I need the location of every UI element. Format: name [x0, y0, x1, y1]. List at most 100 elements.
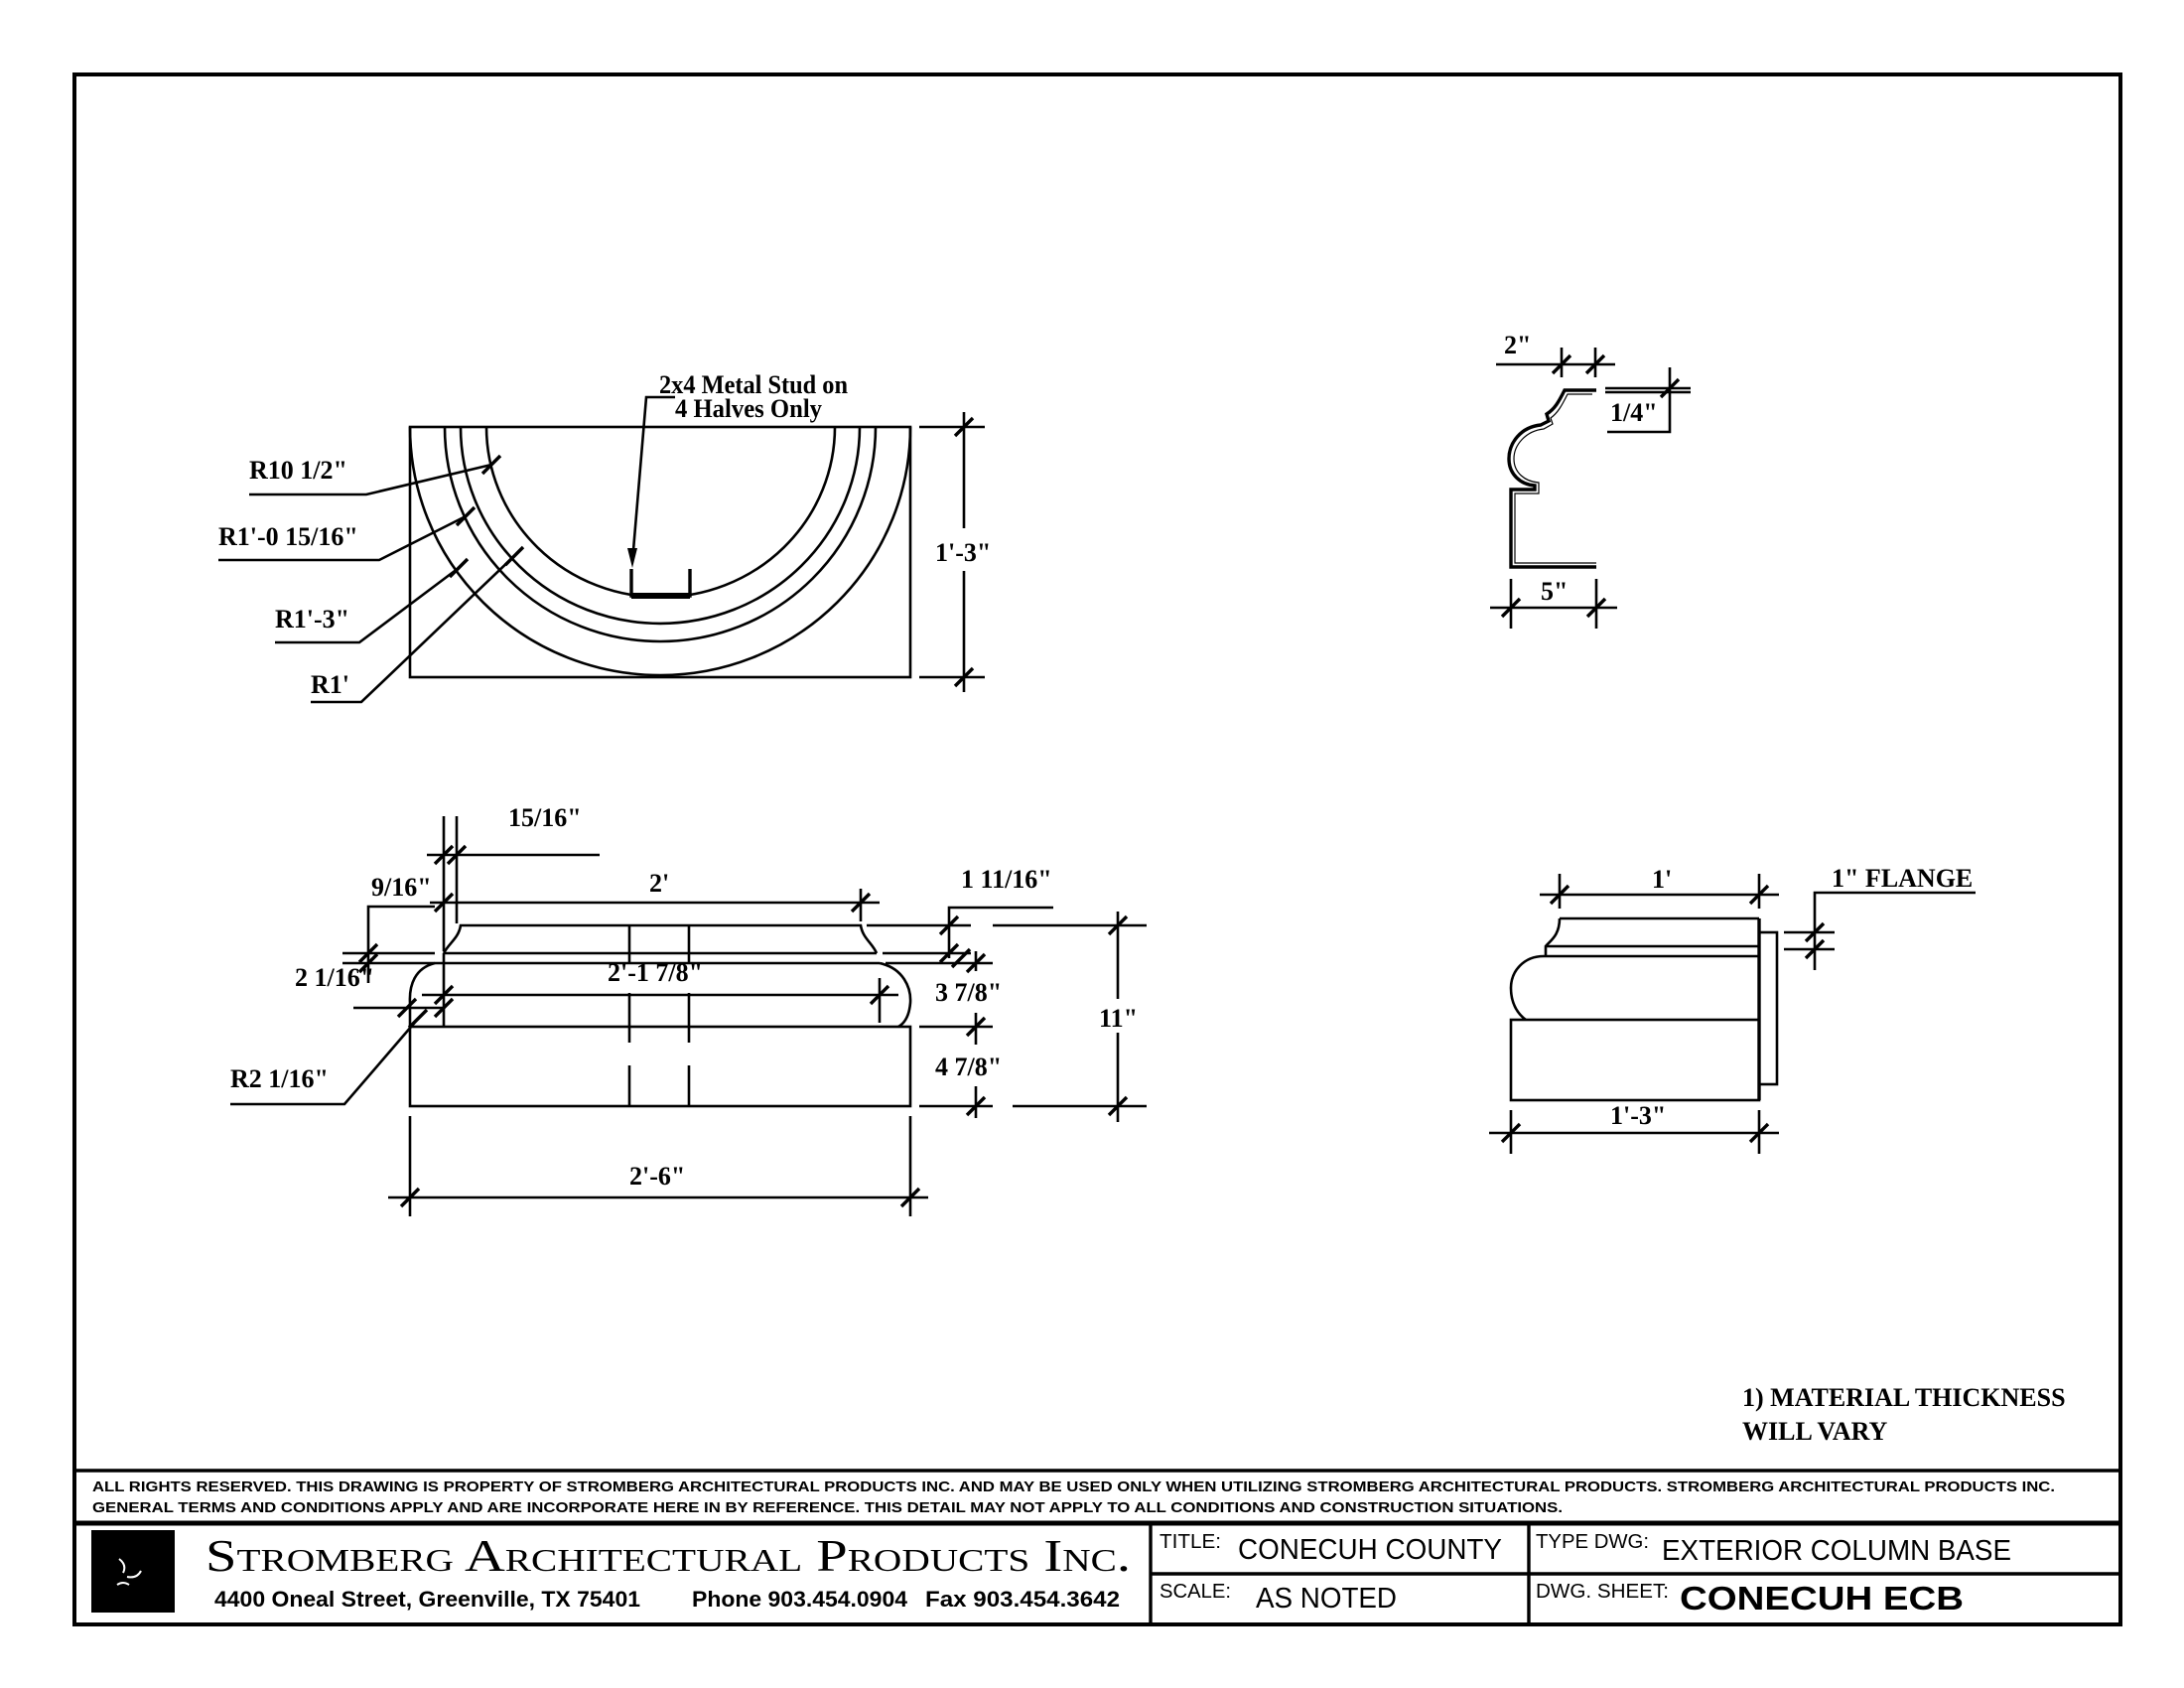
disclaimer-line1: ALL RIGHTS RESERVED. THIS DRAWING IS PRO…	[92, 1478, 2055, 1495]
dimension-tick	[1584, 353, 1606, 375]
label-r1-3: R1'-3"	[275, 605, 349, 633]
leader-r1-3	[275, 566, 460, 644]
plan-view: 2x4 Metal Stud on 4 Halves Only R10 1/2"…	[218, 370, 991, 704]
disclaimer-line2: GENERAL TERMS AND CONDITIONS APPLY AND A…	[92, 1499, 1563, 1516]
dimension-tick	[965, 952, 987, 974]
label-r1-0-15-16: R1'-0 15/16"	[218, 522, 358, 551]
centerlines	[627, 925, 691, 1106]
dimension-tick	[357, 942, 379, 964]
base-plinth	[408, 1025, 912, 1108]
sheet-value: CONECUH ECB	[1680, 1580, 1964, 1617]
label-r10-1-2: R10 1/2"	[249, 456, 347, 485]
profile-view: 2" 1/4" 5"	[1490, 331, 1691, 629]
dimension-tick	[407, 1008, 429, 1030]
dimension-tick	[869, 984, 890, 1006]
label-2-6: 2'-6"	[629, 1162, 685, 1191]
dimension-tick	[399, 1187, 421, 1208]
dimension-tick	[357, 952, 379, 974]
dimension-tick	[938, 942, 960, 964]
profile-outline	[1507, 388, 1596, 569]
arc-r1-0-15-16	[443, 426, 878, 643]
label-3-7-8: 3 7/8"	[935, 978, 1002, 1007]
label-1-11-16: 1 11/16"	[961, 865, 1052, 894]
label-2ft: 2'	[649, 869, 669, 898]
dimension-tick	[448, 557, 470, 579]
side-base	[1509, 1018, 1761, 1102]
label-profile-bottom-width: 5"	[1541, 577, 1568, 606]
label-9-16: 9/16"	[371, 873, 432, 902]
dimension-tick	[965, 1016, 987, 1038]
scale-value: AS NOTED	[1256, 1583, 1397, 1615]
label-15-16: 15/16"	[508, 803, 582, 832]
label-11in: 11"	[1099, 1004, 1138, 1033]
type-label: TYPE DWG:	[1536, 1531, 1649, 1553]
company-name: Stromberg Architectural Products Inc.	[205, 1530, 1131, 1581]
dimension-tick	[480, 454, 502, 476]
company-logo	[91, 1530, 175, 1613]
dimension-tick	[1551, 353, 1572, 375]
dimension-tick	[1585, 597, 1607, 619]
dimension-tick	[1748, 884, 1770, 906]
stud-note-line2: 4 Halves Only	[675, 394, 822, 423]
dimension-tick	[433, 997, 455, 1019]
company-address: 4400 Oneal Street, Greenville, TX 75401	[214, 1587, 640, 1612]
side-torus	[1509, 954, 1545, 1022]
dimension-tick	[396, 997, 418, 1019]
dimension-tick	[1500, 1122, 1522, 1144]
note-line1: 1) MATERIAL THICKNESS	[1742, 1383, 2066, 1412]
dimension-tick	[1659, 377, 1681, 399]
label-2-1-7-8: 2'-1 7/8"	[608, 958, 703, 987]
side-view: 1' 1'-3" 1" FLANGE	[1489, 864, 1976, 1154]
dimension-ticks	[357, 353, 1826, 1208]
label-profile-thickness: 1/4"	[1610, 398, 1658, 427]
label-profile-top-width: 2"	[1504, 331, 1531, 359]
dimension-tick	[455, 505, 477, 527]
leader-r10	[249, 463, 492, 496]
label-4-7-8: 4 7/8"	[935, 1053, 1002, 1081]
profile-inner-line	[1513, 393, 1596, 564]
arc-r10-1-2	[484, 426, 837, 599]
dimension-tick	[446, 844, 468, 866]
dimension-tick	[1107, 914, 1129, 936]
type-value: EXTERIOR COLUMN BASE	[1662, 1535, 2011, 1567]
dimension-tick	[1748, 1122, 1770, 1144]
dimension-tick	[1107, 1095, 1129, 1117]
sheet-border	[72, 72, 2122, 1626]
dimension-tick	[1804, 921, 1826, 943]
top-cap	[442, 923, 879, 954]
dimension-tick	[1804, 938, 1826, 960]
torus-right	[879, 961, 912, 1029]
stud-note-line1: 2x4 Metal Stud on	[659, 370, 848, 399]
arc-r1	[459, 426, 862, 626]
stud-arrow	[627, 548, 637, 568]
front-elevation: 2' 15/16" 9/16" 2'-1 7/8" 2 1/16" R2 1/1…	[230, 803, 1147, 1216]
label-r1: R1'	[311, 670, 349, 699]
dimension-tick	[938, 914, 960, 936]
plan-outline	[408, 425, 912, 679]
title-label: TITLE:	[1160, 1531, 1221, 1553]
label-side-top: 1'	[1652, 865, 1672, 894]
dimension-tick	[953, 416, 975, 438]
dimension-tick	[1549, 884, 1570, 906]
dimension-tick	[433, 984, 455, 1006]
leader-r1	[311, 555, 515, 704]
side-flange	[1757, 930, 1779, 1086]
dimension-tick	[1500, 597, 1522, 619]
dimension-tick	[899, 1187, 921, 1208]
dimension-tick	[965, 1095, 987, 1117]
company-phone: Phone 903.454.0904	[692, 1587, 908, 1612]
dimension-tick	[950, 947, 972, 969]
sheet-label: DWG. SHEET:	[1536, 1581, 1669, 1603]
dimension-tick	[433, 844, 455, 866]
arc-r1-3	[408, 426, 912, 677]
dimension-tick	[850, 892, 872, 914]
title-block: ALL RIGHTS RESERVED. THIS DRAWING IS PRO…	[74, 1469, 2120, 1624]
company-fax: Fax 903.454.3642	[925, 1587, 1120, 1612]
label-plan-height: 1'-3"	[935, 538, 991, 567]
scale-label: SCALE:	[1160, 1581, 1231, 1603]
dimension-tick	[503, 545, 525, 567]
note-line2: WILL VARY	[1742, 1417, 1887, 1446]
dimension-tick	[433, 892, 455, 914]
label-flange: 1" FLANGE	[1832, 864, 1973, 893]
